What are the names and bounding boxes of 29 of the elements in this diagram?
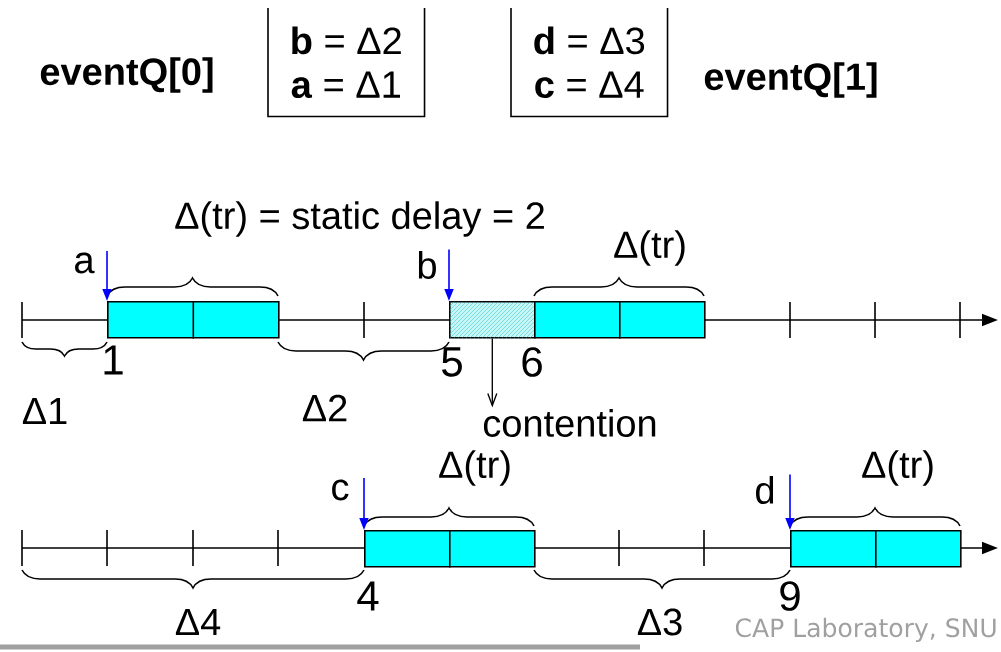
- footer-text: CAP Laboratory, SNU: [735, 617, 996, 643]
- event-label: b: [418, 251, 436, 279]
- event-label: c: [332, 479, 349, 501]
- hatched-box: [449, 301, 536, 339]
- brace-label: Δ(tr): [439, 450, 510, 486]
- queue-box: b = Δ2 a = Δ1: [267, 7, 426, 118]
- brace-label: Δ(tr): [614, 230, 685, 266]
- note-text: contention: [483, 409, 656, 437]
- axis-label: Δ3: [637, 608, 682, 636]
- event-label: a: [75, 252, 95, 274]
- arrow: [487, 337, 498, 408]
- event-label: d: [756, 476, 774, 504]
- queue-name: eventQ[0]: [40, 57, 213, 93]
- brace-label: Δ(tr) = static delay = 2: [175, 201, 544, 237]
- axis-label: 1: [104, 345, 123, 375]
- axis-label: 4: [357, 581, 379, 611]
- brace-label: Δ(tr): [862, 450, 933, 486]
- axis-label: Δ2: [302, 394, 347, 422]
- axis-label: Δ1: [22, 397, 67, 425]
- axis-label: 5: [442, 347, 462, 377]
- queue-box: d = Δ3 c = Δ4: [510, 7, 669, 118]
- queue-name: eventQ[1]: [704, 62, 877, 98]
- slot-box: [107, 300, 280, 340]
- slot-box: [534, 300, 706, 340]
- axis-label: 6: [522, 347, 542, 377]
- axis-label: 9: [780, 581, 800, 611]
- slot-box: [790, 529, 962, 569]
- axis-label: Δ4: [175, 608, 221, 636]
- slot-box: [364, 529, 536, 569]
